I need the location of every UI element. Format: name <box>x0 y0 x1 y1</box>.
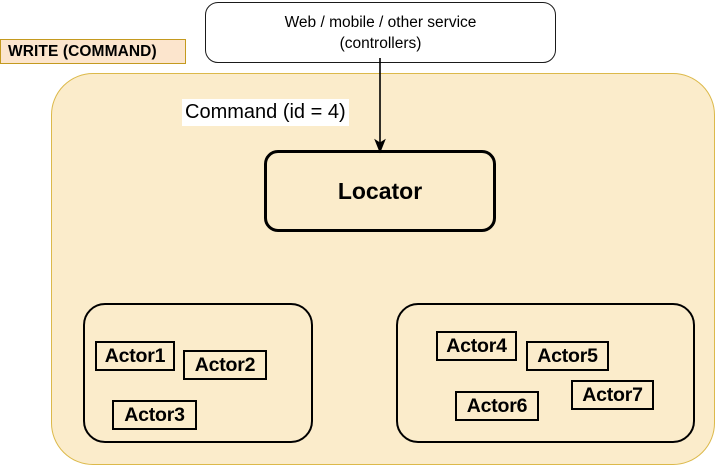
write-command-region <box>51 73 715 465</box>
actor-box: Actor3 <box>112 400 197 430</box>
actor-label: Actor7 <box>582 383 643 406</box>
actor-label: Actor5 <box>537 344 598 367</box>
actor-label: Actor1 <box>104 344 166 367</box>
actor-box: Actor2 <box>183 350 267 380</box>
command-arrow <box>374 58 386 154</box>
command-edge-label: Command (id = 4) <box>182 99 349 126</box>
locator-node: Locator <box>264 150 496 232</box>
actor-label: Actor6 <box>466 394 528 417</box>
actor-box: Actor6 <box>455 391 539 421</box>
write-command-label: WRITE (COMMAND) <box>0 39 186 64</box>
actor-box: Actor4 <box>436 331 517 361</box>
service-box-line-1: Web / mobile / other service <box>284 13 477 31</box>
service-box: Web / mobile / other service (controller… <box>205 2 556 63</box>
actor-box: Actor5 <box>526 341 609 371</box>
service-box-line-2: (controllers) <box>339 34 422 52</box>
actor-label: Actor3 <box>124 403 185 426</box>
actor-box: Actor7 <box>571 380 654 410</box>
actor-label: Actor2 <box>194 353 256 376</box>
actor-box: Actor1 <box>95 341 175 371</box>
actor-label: Actor4 <box>446 334 507 357</box>
